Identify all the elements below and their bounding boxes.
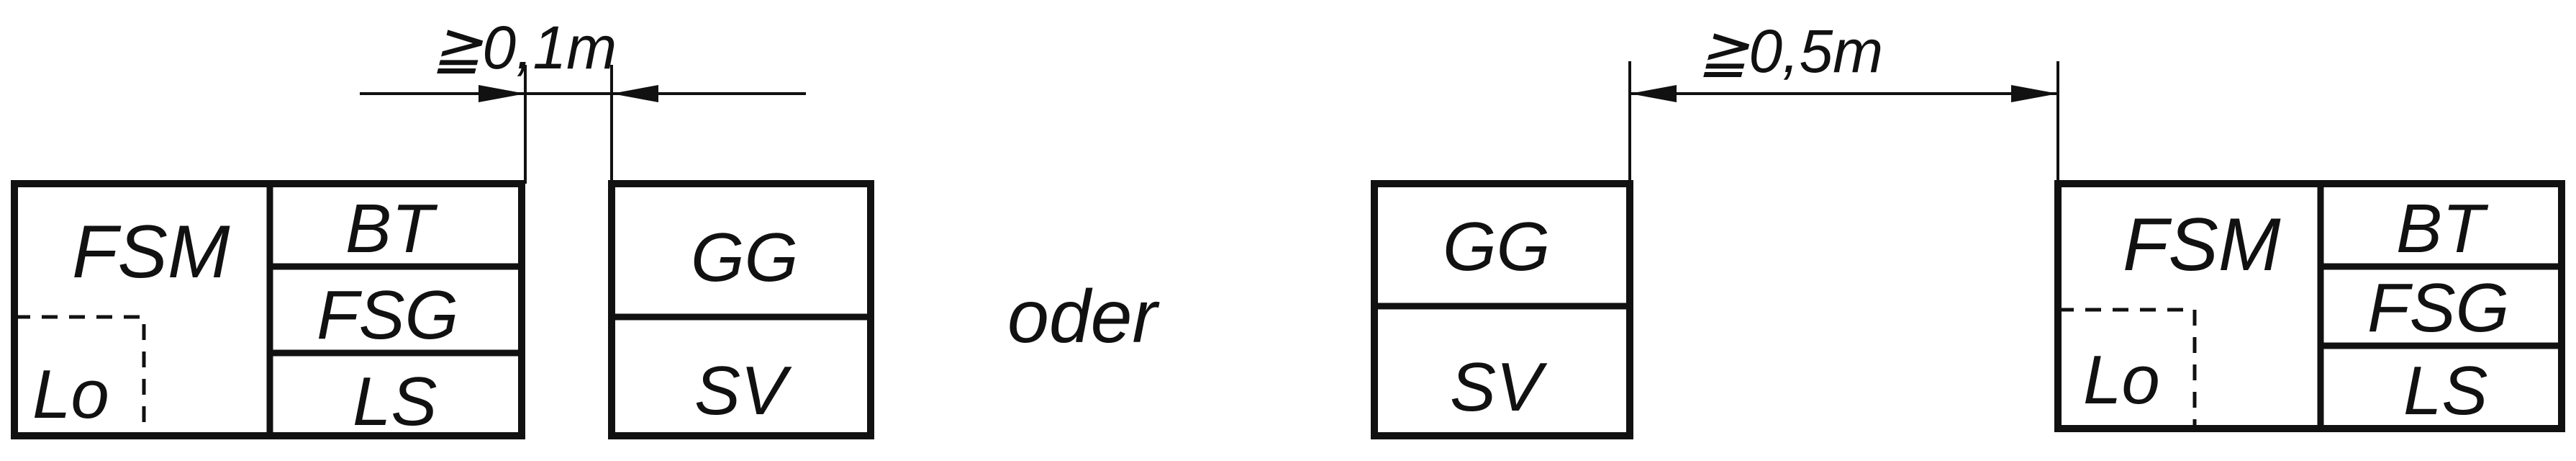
right-stack-bt-label: BT: [2396, 190, 2489, 267]
left-stack-bt-label: BT: [345, 190, 438, 267]
right-arrangement: GG SV ≧0,5m FSM Lo BT FSG LS: [1371, 17, 2565, 439]
left-stack-ls-label: LS: [353, 363, 437, 440]
right-fsm-block: FSM Lo BT FSG LS: [2054, 180, 2565, 432]
left-stack-fsg-label: FSG: [317, 277, 458, 354]
right-fsm-label: FSM: [2123, 203, 2281, 287]
left-distance-dimension: ≧0,1m: [360, 14, 806, 184]
right-distance-dimension: ≧0,5m: [1628, 17, 2059, 184]
right-stack-ls-label: LS: [2403, 352, 2487, 429]
left-gg-sv-block: GG SV: [608, 180, 874, 439]
right-gg-label: GG: [1443, 208, 1550, 285]
separator-oder: oder: [1007, 275, 1161, 359]
left-distance-label: ≧0,1m: [432, 14, 617, 81]
left-gg-label: GG: [691, 219, 798, 296]
left-lo-label: Lo: [32, 356, 109, 433]
left-sv-label: SV: [694, 352, 792, 429]
right-lo-label: Lo: [2083, 341, 2160, 419]
left-fsm-label: FSM: [72, 210, 230, 294]
right-sv-label: SV: [1450, 349, 1548, 426]
left-fsm-block: FSM Lo BT FSG LS: [11, 180, 525, 440]
right-distance-label: ≧0,5m: [1698, 17, 1883, 85]
right-gg-sv-block: GG SV: [1371, 180, 1633, 439]
right-stack-fsg-label: FSG: [2367, 269, 2509, 346]
left-arrangement: FSM Lo BT FSG LS GG SV ≧0,1m: [11, 14, 874, 440]
